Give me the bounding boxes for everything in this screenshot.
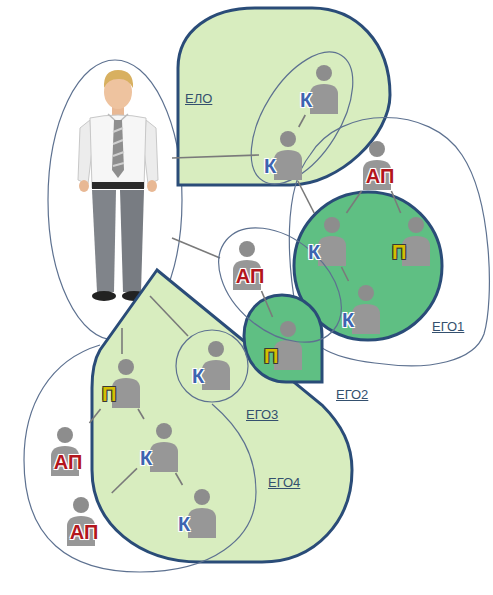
group-region: ЕГО4ПЕГО3ККК xyxy=(88,266,356,566)
member-node: К xyxy=(262,128,306,180)
member-letter: АП xyxy=(56,522,112,542)
member-letter: АП xyxy=(222,266,278,286)
member-node: К xyxy=(306,214,350,266)
man-figure xyxy=(78,70,158,301)
member-letter: К xyxy=(178,514,190,534)
member-letter: П xyxy=(102,384,116,404)
group-region: ЕЛО К К xyxy=(176,6,392,187)
group-label: ЕГО3 xyxy=(246,408,278,421)
member-node: К xyxy=(340,282,384,334)
group-outline xyxy=(176,330,248,402)
link-line xyxy=(121,328,123,354)
member-node: К xyxy=(298,62,342,114)
group-outline xyxy=(92,270,352,562)
member-letter: К xyxy=(308,242,320,262)
group-outline xyxy=(231,35,374,201)
member-node: П xyxy=(262,318,306,370)
group-region: ЕГО1 АП К П К xyxy=(270,100,492,372)
group-region: ЕГО3 К xyxy=(172,326,290,430)
group-label: ЕГО4 xyxy=(268,476,300,489)
group-shape xyxy=(88,266,356,566)
member-letter: П xyxy=(264,346,278,366)
group-outline xyxy=(244,295,322,382)
group-label: ЕЛО xyxy=(185,92,212,105)
member-node: К xyxy=(176,486,220,538)
group-region: ЕГО2 П xyxy=(240,292,386,412)
connector-line xyxy=(298,181,314,213)
member-letter: К xyxy=(192,366,204,386)
member-node: П xyxy=(100,356,144,408)
link-line xyxy=(172,238,220,258)
member-node: АП xyxy=(56,494,112,546)
member-letter: К xyxy=(300,90,312,110)
member-letter: К xyxy=(140,448,152,468)
member-letter: К xyxy=(342,310,354,330)
member-letter: АП xyxy=(40,452,96,472)
member-node: К xyxy=(190,338,234,390)
member-node: АП xyxy=(352,138,408,190)
member-letter: К xyxy=(264,156,276,176)
member-letter: П xyxy=(392,242,406,262)
member-node: АП xyxy=(40,424,96,476)
member-node: П xyxy=(390,214,434,266)
group-label: ЕГО1 xyxy=(432,320,464,333)
member-node: АП xyxy=(222,238,278,290)
member-letter: АП xyxy=(352,166,408,186)
member-node: К xyxy=(138,420,182,472)
group-label: ЕГО2 xyxy=(336,388,368,401)
group-outline xyxy=(178,8,390,185)
